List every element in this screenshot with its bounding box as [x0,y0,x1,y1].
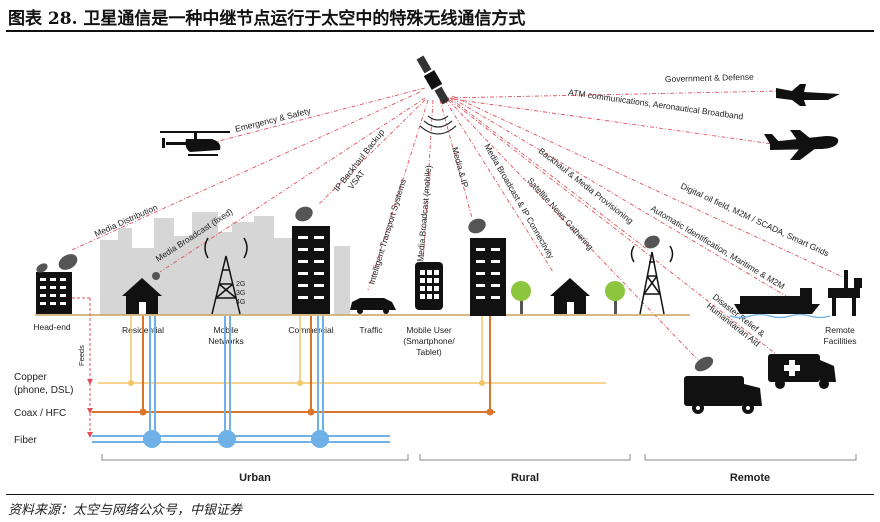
label-government: Government & Defense [665,72,754,84]
label-4g: 4G [236,299,245,306]
water-line [729,313,831,319]
label-auto-id: Automatic Identification, Maritime & M2M [649,203,787,291]
wired-network [72,297,606,448]
label-remote-facilities-1: Remote [825,325,855,335]
lattice-tower-icon [630,245,674,315]
link-government [444,90,781,99]
smartphone-icon [415,262,443,310]
ambulance-icon [768,354,836,389]
commercial-building-icon [292,206,330,314]
label-media-broadcast-mobile: Media Broadcast (mobile) [415,165,433,263]
link-emergency [214,87,426,143]
tree-icon [605,281,625,314]
page-title: 图表 28. 卫星通信是一种中继节点运行于太空中的特殊无线通信方式 [8,9,526,29]
label-remote-facilities-2: Facilities [823,336,856,346]
link-digital-oil [451,95,846,279]
link-backhaul-media [449,97,649,251]
label-mobile-user-1: Mobile User [406,325,452,335]
label-mobile-user-3: Tablet) [416,347,442,357]
cell-tower-icon [204,237,248,315]
link-atm [444,97,781,146]
link-media-ip [439,99,473,219]
source-note: 资料来源：太空与网络公众号，中银证券 [8,503,243,518]
fighter-jet-icon [776,84,840,106]
link-media-broadcast-fixed [159,97,426,273]
label-3g: 3G [236,290,245,297]
rural-building-icon [468,218,506,316]
link-ip-backhaul [317,99,426,206]
label-traffic: Traffic [359,325,383,335]
label-headend: Head-end [33,322,71,332]
label-copper-1: Copper [14,372,47,383]
news-van-icon [684,356,762,414]
label-feeds: Feeds [77,345,86,366]
tree-icon [511,281,531,314]
satellite-icon [416,55,457,135]
airliner-icon [764,130,839,160]
car-icon [350,298,396,314]
ship-icon [734,288,820,314]
label-rural: Rural [511,472,539,484]
house-icon-residential [122,272,162,314]
satellite-links [71,87,846,366]
label-mobile-user-2: (Smartphone/ [403,336,455,346]
group-brackets [101,454,857,461]
link-media-broadcast-ip [444,99,554,273]
helicopter-icon [160,131,230,156]
label-media-ip: Media & IP [450,146,471,189]
label-urban: Urban [239,472,271,484]
dish-icon [644,235,660,249]
label-coax: Coax / HFC [14,408,66,419]
label-2g: 2G [236,281,245,288]
satellite-network-diagram: Government & Defense ATM communications,… [14,55,862,484]
link-its [367,99,429,291]
label-copper-2: (phone, DSL) [14,385,73,396]
headend-building-icon [36,254,78,314]
label-remote: Remote [730,472,770,484]
link-satellite-news [447,99,699,361]
link-auto-id [451,97,787,297]
oil-platform-icon [828,270,862,316]
source-divider [6,494,874,495]
house-icon-rural [550,278,590,314]
title-divider [6,30,874,32]
label-mobile-networks-1: Mobile [213,325,238,335]
link-media-distribution [71,91,421,251]
link-media-broadcast-mobile [422,99,434,266]
label-fiber: Fiber [14,435,37,446]
label-digital-oil: Digital oil field, M2M / SCADA, Smart Gr… [679,181,830,259]
label-its: Intelligent Transport Systems [366,178,408,286]
